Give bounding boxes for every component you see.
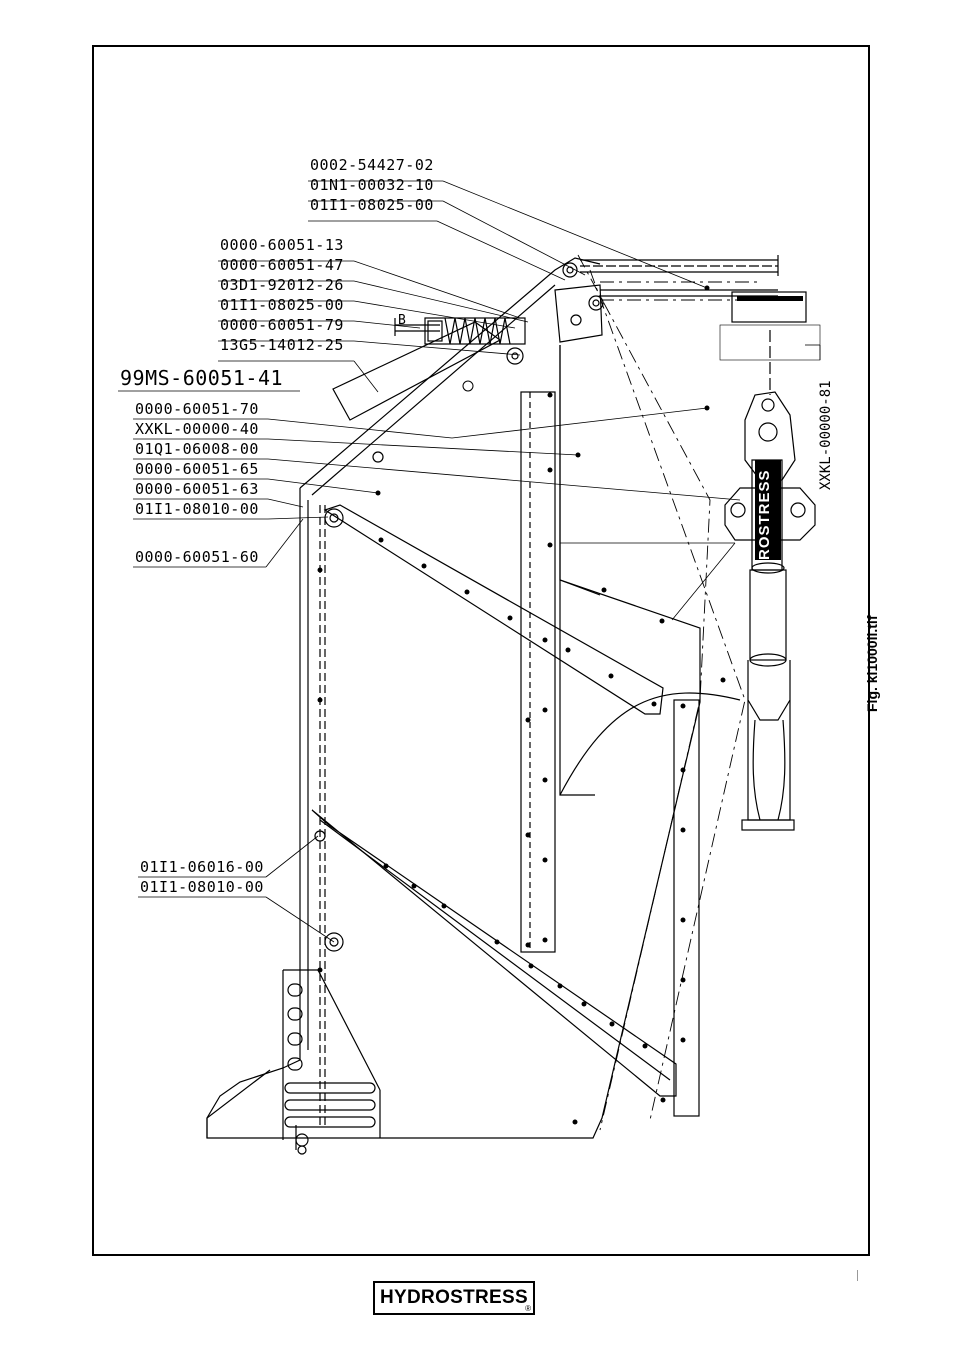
part-number-label: 01N1-00032-10: [310, 176, 434, 194]
registered-mark: ®: [525, 1304, 531, 1313]
bolt-dots: [317, 285, 726, 1125]
clamp-body-dark: [755, 460, 781, 560]
nuts: [314, 451, 384, 952]
brand-on-part-text: ROSTRESS: [756, 469, 773, 560]
part-number-label: 0000-60051-63: [135, 480, 259, 498]
part-number-label: 0000-60051-65: [135, 460, 259, 478]
part-number-label: 01I1-08025-00: [310, 196, 434, 214]
part-number-label: 03D1-92012-26: [220, 276, 344, 294]
part-number-label: 01I1-06016-00: [140, 858, 264, 876]
top-arms: [580, 255, 779, 297]
frame-outline: [206, 257, 701, 1140]
part-number-label: 0000-60051-13: [220, 236, 344, 254]
vertical-plate: [520, 345, 741, 1117]
page-mark: [857, 1270, 858, 1281]
hydrostress-logo: HYDROSTRESS ®: [373, 1281, 535, 1315]
spring-assembly: [395, 317, 526, 345]
part-number-label: 01Q1-06008-00: [135, 440, 259, 458]
part-number-label: 01I1-08025-00: [220, 296, 344, 314]
nameplate: [719, 291, 821, 361]
part-number-label: 0002-54427-02: [310, 156, 434, 174]
vertical-part-text: XXKL-00000-81: [818, 380, 834, 490]
part-number-label: 01I1-08010-00: [140, 878, 264, 896]
logo-text: HYDROSTRESS: [380, 1287, 528, 1308]
hinge-block: [506, 262, 604, 365]
part-number-label: 0000-60051-60: [135, 548, 259, 566]
part-number-label: 01I1-08010-00: [135, 500, 259, 518]
assembly-number-label: 99MS-60051-41: [120, 366, 284, 390]
section-marker-label: B: [398, 313, 407, 328]
slot-plate: [284, 983, 376, 1155]
drawing-frame: [92, 45, 870, 1256]
diagonal-braces: [311, 321, 677, 1097]
part-number-label: 13G5-14012-25: [220, 336, 344, 354]
part-number-label: XXKL-00000-40: [135, 420, 259, 438]
part-number-label: 0000-60051-47: [220, 256, 344, 274]
right-clamp: [724, 330, 816, 831]
figure-caption-text: Fig. kl1000li.tif: [864, 615, 880, 712]
part-number-label: 0000-60051-79: [220, 316, 344, 334]
alternate-position: [577, 254, 760, 1131]
part-number-label: 0000-60051-70: [135, 400, 259, 418]
